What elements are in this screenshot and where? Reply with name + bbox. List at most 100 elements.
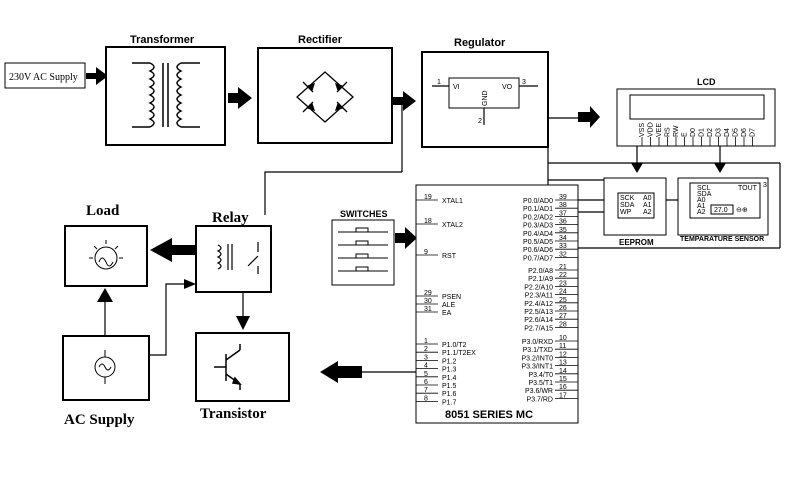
pin-label: P1.5 <box>442 383 457 390</box>
load-label: Load <box>86 203 120 219</box>
pin-label: WP <box>620 209 632 216</box>
pin-label: P0.5/AD5 <box>523 239 553 246</box>
lamp-icon <box>89 240 123 270</box>
lcd-pin-label: RS <box>665 127 672 137</box>
arrow-icon <box>631 163 643 173</box>
pin-label: P2.4/A12 <box>524 301 553 308</box>
lcd-pin-label: D0 <box>690 128 697 137</box>
arrow-icon <box>714 163 726 173</box>
pin-number: 38 <box>559 202 567 209</box>
arrow-icon <box>97 288 113 302</box>
pin-label: SCK <box>620 195 635 202</box>
pin-number: 18 <box>424 218 432 225</box>
lcd-pin-label: D6 <box>741 128 748 137</box>
pin-number: 4 <box>424 363 428 370</box>
transistor-block: Transistor <box>195 332 290 422</box>
switches-label: SWITCHES <box>340 209 388 219</box>
pin-label: P3.3/INT1 <box>521 364 553 371</box>
supply-label: 230V AC Supply <box>9 72 78 83</box>
regulator-block: Regulator 1 VI VO 3 GND 2 <box>421 37 549 148</box>
pin-number: 34 <box>559 235 567 242</box>
pin-label: P0.0/AD0 <box>523 198 553 205</box>
pin-number: 2 <box>424 346 428 353</box>
pin-label: P3.2/INT0 <box>521 355 553 362</box>
pin-label: PSEN <box>442 294 461 301</box>
pin-label: P2.6/A14 <box>524 317 553 324</box>
pin-label: A0 <box>643 195 652 202</box>
pin-number: 23 <box>559 280 567 287</box>
pin-number: 12 <box>559 351 567 358</box>
ac-supply-label: AC Supply <box>64 412 135 428</box>
pin-label: P2.1/A9 <box>528 276 553 283</box>
pin-label: P2.3/A11 <box>525 293 553 300</box>
pin-label: GND <box>482 90 489 106</box>
pin-label: P0.6/AD6 <box>523 247 553 254</box>
pin-number: 29 <box>424 290 432 297</box>
arrow-icon <box>228 87 252 109</box>
pin-number: 33 <box>559 243 567 250</box>
pin-label: P0.2/AD2 <box>523 214 553 221</box>
supply-input-block: 230V AC Supply <box>4 62 86 89</box>
lcd-pin-label: D5 <box>733 128 740 137</box>
pin-label: P3.5/T1 <box>528 380 553 387</box>
pin-number: 35 <box>559 227 567 234</box>
pin-number: 22 <box>559 272 567 279</box>
pin-label: P0.7/AD7 <box>523 255 553 262</box>
arrow-icon <box>236 316 250 330</box>
lcd-pin-label: D3 <box>716 128 723 137</box>
pin-number: 3 <box>763 182 767 189</box>
pin-label: P2.7/A15 <box>524 325 553 332</box>
pin-label: P0.1/AD1 <box>523 206 553 213</box>
pin-number: 31 <box>424 306 432 313</box>
arrow-icon <box>86 67 108 85</box>
relay-icon <box>216 242 259 274</box>
lcd-pin-label: D4 <box>724 128 731 137</box>
pin-label: P0.4/AD4 <box>523 231 553 238</box>
pin-number: 5 <box>424 371 428 378</box>
mcu-block: 19XTAL118XTAL29RST29PSEN30ALE31EA1P1.0/T… <box>415 184 579 424</box>
pin-number: 25 <box>559 297 567 304</box>
pin-label: EA <box>442 310 452 317</box>
pin-label: P3.6/WR <box>525 388 553 395</box>
pin-number: 1 <box>424 338 428 345</box>
pin-number: 15 <box>559 376 567 383</box>
relay-label: Relay <box>212 210 249 226</box>
relay-block: Relay <box>195 210 272 293</box>
pin-number: 39 <box>559 194 567 201</box>
pin-number: 2 <box>478 118 482 125</box>
pin-label: TOUT <box>738 185 758 192</box>
lcd-pin-label: RW <box>673 125 680 137</box>
pin-label: P3.4/T0 <box>528 372 553 379</box>
pin-label: RST <box>442 253 457 260</box>
pin-label: A2 <box>697 209 706 216</box>
transistor-icon <box>214 344 242 390</box>
arrow-icon <box>395 227 417 249</box>
pin-number: 19 <box>424 194 432 201</box>
pin-label: P2.0/A8 <box>528 268 553 275</box>
eeprom-label: EEPROM <box>619 238 654 247</box>
pin-number: 26 <box>559 305 567 312</box>
pin-label: A1 <box>697 203 706 210</box>
ac-supply-block: AC Supply <box>62 335 150 428</box>
up-down-icon: ⊖⊕ <box>736 207 748 214</box>
pin-number: 14 <box>559 368 567 375</box>
pin-number: 6 <box>424 379 428 386</box>
load-block: Load <box>64 203 148 287</box>
lcd-pin-label: D1 <box>699 128 706 137</box>
pin-label: XTAL2 <box>442 222 463 229</box>
pin-number: 24 <box>559 289 567 296</box>
pin-number: 28 <box>559 321 567 328</box>
switch-array-icon <box>338 227 388 272</box>
pin-number: 11 <box>559 343 566 350</box>
pin-number: 36 <box>559 219 567 226</box>
eeprom-block: SCK SDA WP A0 A1 A2 EEPROM <box>603 177 667 247</box>
pin-label: P2.2/A10 <box>524 284 553 291</box>
lcd-pin-label: E <box>682 132 689 137</box>
pin-label: A0 <box>697 197 706 204</box>
pin-label: SDA <box>620 202 635 209</box>
lcd-pin-label: D2 <box>707 128 714 137</box>
pin-number: 30 <box>424 298 432 305</box>
pin-label: P1.2 <box>442 358 457 365</box>
